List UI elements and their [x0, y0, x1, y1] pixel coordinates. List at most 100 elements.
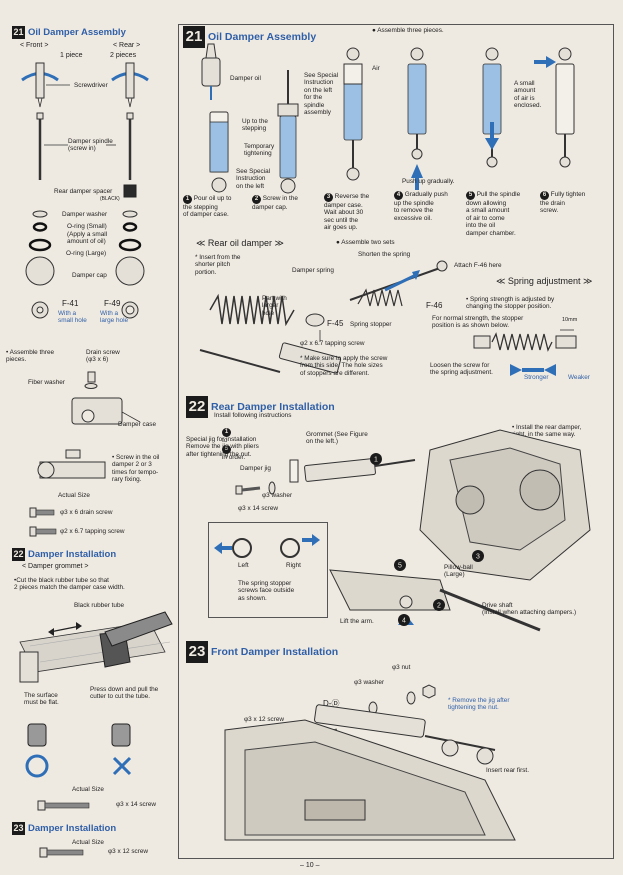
- washer-label-23: φ3 washer: [354, 679, 385, 686]
- lift-arm-label: Lift the arm.: [340, 618, 374, 625]
- attach-f46-label: Attach F-46 here: [454, 262, 502, 269]
- cutting-drawing: [19, 611, 173, 778]
- temporary-tightening-label: Temporary tightening: [244, 143, 275, 158]
- rear-label: < Rear >: [113, 42, 141, 49]
- pillow-ball-label: Pillow-ball (Large): [444, 564, 473, 579]
- spring-strength-note: • Spring strength is adjusted by changin…: [466, 296, 555, 311]
- assemble-two-sets: ● Assemble two sets: [336, 239, 395, 246]
- washer-label: Damper washer: [62, 211, 108, 218]
- up-to-stepping-label: Up to the stepping: [242, 118, 268, 133]
- step-2-text: Screw in the damper cap.: [252, 195, 298, 211]
- section-title: Rear Damper Installation: [211, 401, 335, 413]
- step-circle: 6: [540, 191, 549, 200]
- spring-adjustment-title: ≪ Spring adjustment ≫: [496, 276, 593, 286]
- section-title: Damper Installation: [28, 823, 117, 834]
- oil-damper-steps-drawing: [201, 43, 575, 194]
- stronger-label: Stronger: [524, 374, 549, 381]
- screw-samples-21: [29, 507, 57, 537]
- step-number: 23: [12, 822, 25, 835]
- oring-large-label: O-ring (Large): [66, 250, 107, 257]
- step-circle: 2: [252, 195, 261, 204]
- assemble-three-label: ● Assemble three pieces.: [372, 27, 444, 34]
- section-22-header: 22 Rear Damper Installation: [186, 396, 335, 418]
- stopper-inset-drawing: [214, 534, 320, 558]
- order-to-word: to: [222, 437, 228, 445]
- f46-label: F-46: [426, 301, 443, 310]
- order-from: 1: [222, 428, 231, 438]
- oring-small-label: O-ring (Small): [67, 223, 107, 230]
- main-panel: [178, 24, 614, 859]
- assemble-three-note: • Assemble three pieces.: [6, 349, 55, 364]
- weaker-label: Weaker: [568, 374, 590, 381]
- ten-mm-label: 10mm: [562, 317, 578, 323]
- actual-size-label-22: Actual Size: [72, 786, 104, 793]
- callout-3: 3: [476, 554, 480, 561]
- step-number: 21: [12, 26, 25, 39]
- stopper-face-note: The spring stopper screws face outside a…: [238, 580, 295, 602]
- small-air-label: A small amount of air is enclosed.: [514, 80, 542, 110]
- special-instruction-2: See Special Instruction on the left: [236, 168, 271, 190]
- surface-flat-label: The surface must be flat.: [24, 692, 59, 707]
- step-circle: 1: [183, 195, 192, 204]
- part-larger-hole-label: Part with larger hole: [262, 295, 287, 317]
- f41-note: With a small hole: [58, 310, 87, 325]
- step-1-text: Pour oil up to the stepping of damper ca…: [183, 195, 232, 219]
- step-1: 1 Pour oil up to the stepping of damper …: [183, 195, 231, 219]
- cap-label: Damper cap: [72, 272, 107, 279]
- step-number: 22: [12, 548, 25, 561]
- stopper-inset: [208, 522, 328, 618]
- order-suffix: in order.: [222, 453, 246, 461]
- make-sure-note: * Make sure to apply the screw from this…: [300, 355, 388, 377]
- step-4-text: Gradually push up the spindle to remove …: [394, 191, 448, 222]
- drive-shaft-label: Drive shaft (Install when attaching damp…: [482, 602, 577, 617]
- screw-sample-23: [39, 847, 84, 858]
- rear-damper-drawing: [199, 260, 577, 376]
- step-number: 23: [186, 641, 208, 663]
- insert-rear-label: Insert rear first.: [486, 767, 529, 774]
- callout-4: 4: [402, 618, 406, 625]
- insert-note: * Insert from the shorter pitch portion.: [195, 254, 241, 276]
- shorten-spring-label: Shorten the spring: [358, 251, 411, 258]
- cut-tube-note: •Cut the black rubber tube so that 2 pie…: [14, 577, 125, 592]
- push-up-label: Push up gradually.: [402, 178, 455, 185]
- apply-oil-label: (Apply a small amount of oil): [67, 231, 108, 246]
- spindle-label: Damper spindle (screw in): [68, 138, 113, 153]
- step-5: 5 Pull the spindle down allowing a small…: [466, 191, 520, 237]
- f49-label: F-49: [104, 299, 121, 308]
- step-number: 21: [183, 26, 205, 48]
- section-23-header: 23 Front Damper Installation: [186, 641, 338, 663]
- dd-label: D-Ⓓ: [323, 699, 340, 708]
- spacer-label: Rear damper spacer: [54, 188, 113, 195]
- special-instruction-1: See Special Instruction on the left for …: [304, 72, 339, 117]
- step-4: 4 Gradually push up the spindle to remov…: [394, 191, 448, 222]
- page-number: – 10 –: [300, 862, 320, 869]
- air-label: Air: [372, 65, 380, 72]
- damper-case-label: Damper case: [118, 421, 157, 428]
- f45-label: F-45: [327, 319, 344, 328]
- step-6: 6 Fully tighten the drain screw.: [540, 191, 585, 215]
- right-label: Right: [286, 562, 301, 569]
- drain-screw-label: Drain screw (φ3 x 6): [86, 349, 120, 364]
- section-22-left-header: 22 Damper Installation: [12, 548, 116, 561]
- step-3-text: Reverse the damper case. Wait about 30 s…: [324, 193, 370, 232]
- step-circle: 3: [324, 193, 333, 202]
- grommet-subtitle: < Damper grommet >: [22, 563, 89, 570]
- damper-spring-label: Damper spring: [292, 267, 334, 274]
- front-install-drawing: [224, 684, 516, 841]
- grommet-label: Grommet (See Figure on the left.): [306, 431, 368, 446]
- tapping-screw-label: φ2 x 6.7 tapping screw: [300, 340, 365, 347]
- f41-label: F-41: [62, 299, 79, 308]
- section-title: Oil Damper Assembly: [28, 27, 126, 38]
- screw1-label: φ3 x 6 drain screw: [60, 509, 113, 516]
- loosen-screw-label: Loosen the screw for the spring adjustme…: [430, 362, 493, 377]
- actual-size-label-23: Actual Size: [72, 839, 104, 846]
- screw-label-22: φ3 x 14 screw: [116, 801, 157, 808]
- step-2: 2 Screw in the damper cap.: [252, 195, 298, 211]
- section-title: Damper Installation: [28, 549, 117, 560]
- damper-jig-label: Damper jig: [240, 465, 271, 472]
- press-down-label: Press down and pull the cutter to cut th…: [90, 686, 159, 701]
- black-tube-label: Black rubber tube: [74, 602, 125, 609]
- step-6-text: Fully tighten the drain screw.: [540, 191, 586, 215]
- step-circle: 5: [466, 191, 475, 200]
- left-label: Left: [238, 562, 249, 569]
